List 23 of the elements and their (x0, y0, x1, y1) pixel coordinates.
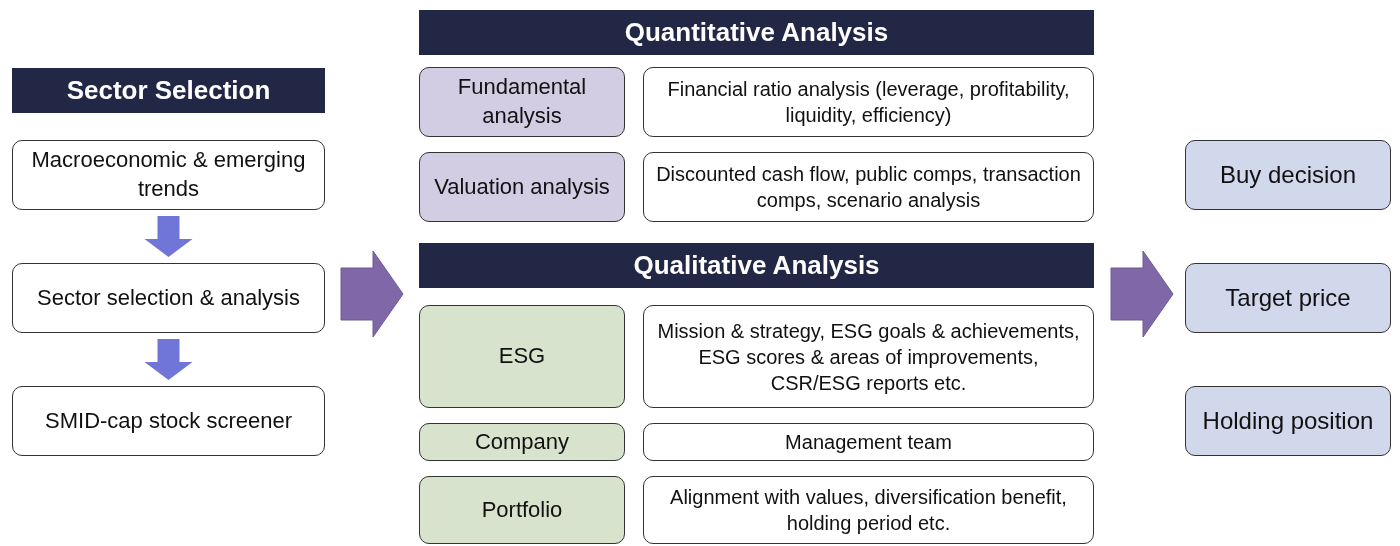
category-box: Valuation analysis (419, 152, 625, 222)
section-header: Sector Selection (12, 68, 325, 113)
category-box: Company (419, 423, 625, 461)
section-header: Quantitative Analysis (419, 10, 1094, 55)
description-box: Financial ratio analysis (leverage, profitability, liquidity, efficiency) (643, 67, 1094, 137)
outcome-box: Buy decision (1185, 140, 1391, 210)
process-box: SMID-cap stock screener (12, 386, 325, 456)
outcome-box: Holding position (1185, 386, 1391, 456)
arrow (340, 250, 404, 338)
description-box: Discounted cash flow, public comps, transaction comps, scenario analysis (643, 152, 1094, 222)
description-box: Management team (643, 423, 1094, 461)
category-box: ESG (419, 305, 625, 408)
category-box: Fundamental analysis (419, 67, 625, 137)
outcome-box: Target price (1185, 263, 1391, 333)
category-box: Portfolio (419, 476, 625, 544)
process-box: Macroeconomic & emerging trends (12, 140, 325, 210)
arrow (1110, 250, 1174, 338)
arrow (144, 216, 193, 257)
arrow (144, 339, 193, 380)
description-box: Mission & strategy, ESG goals & achievements, ESG scores & areas of improvements, CSR/ESG reports etc. (643, 305, 1094, 408)
section-header: Qualitative Analysis (419, 243, 1094, 288)
description-box: Alignment with values, diversification benefit, holding period etc. (643, 476, 1094, 544)
process-box: Sector selection & analysis (12, 263, 325, 333)
